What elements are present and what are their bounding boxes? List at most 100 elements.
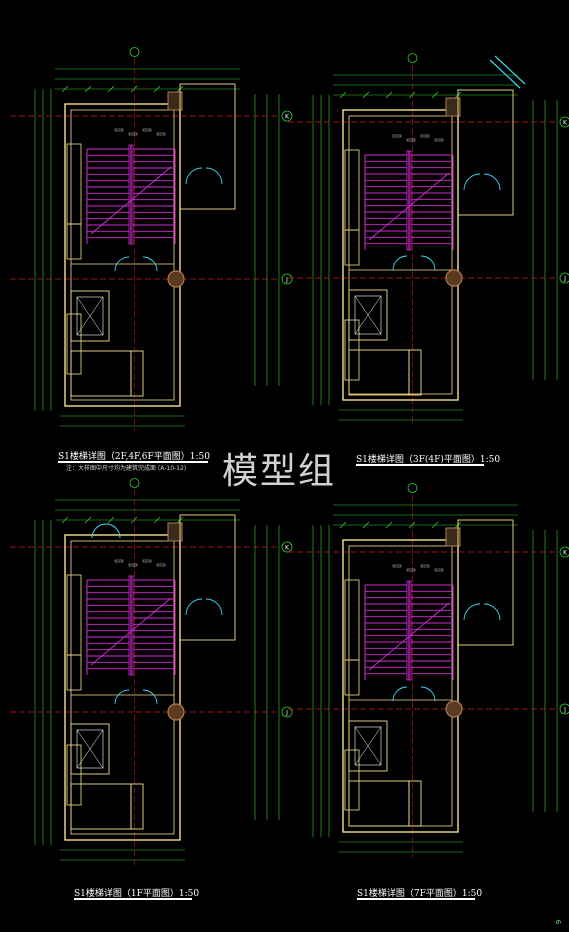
plan-a-elevator-x2 (76, 296, 104, 336)
plan-a-room-block (70, 350, 132, 397)
plan-a-duct (130, 350, 144, 397)
plan-b-grid-label-1: J (563, 276, 566, 283)
plan-a-elevator-shaft (70, 290, 110, 342)
plan-title-underline-c (74, 898, 192, 900)
plan-c-grid-bubble-top (129, 478, 140, 488)
plan-b-stair-well (406, 150, 412, 251)
plan-b-grid-bubble-0 (559, 116, 569, 128)
plan-a-grid-bubble-0 (281, 110, 293, 122)
page-number: 9 (554, 919, 563, 925)
plan-a-side-room (179, 83, 236, 210)
plan-b-grid-bubble-1 (559, 272, 569, 284)
plan-a-label-mark-0 (114, 128, 124, 132)
plan-c-outer-wall (64, 534, 181, 841)
plan-c-door-4 (205, 598, 223, 616)
plan-a-door-1 (114, 256, 130, 272)
plan-d-duct (408, 780, 422, 827)
plan-d-tick-1 (362, 521, 370, 529)
plan-title-b: S1楼梯详图（3F(4F)平面图）1:50 (356, 455, 501, 465)
plan-d-door-1 (392, 686, 408, 702)
plan-d-stair-well (406, 580, 412, 681)
plan-c-door-2 (142, 689, 158, 705)
plan-c-tick-1 (84, 516, 92, 524)
plan-d-elevator-shaft (348, 720, 388, 772)
plan-c-elevator-x2 (76, 729, 104, 769)
plan-c-left-recess-3 (66, 744, 82, 806)
plan-a-door-3 (185, 167, 203, 185)
plan-d-grid-bubble-1 (559, 703, 569, 715)
plan-b-tick-4 (431, 91, 439, 99)
plan-title-underline-b (356, 464, 484, 466)
plan-c-label-mark-1 (128, 563, 138, 567)
plan-c-door-extra-2 (105, 523, 121, 539)
plan-a-stair-well (128, 144, 134, 245)
plan-d-outer-wall (342, 539, 459, 833)
plan-title-d: S1楼梯详图（7F平面图）1:50 (357, 889, 483, 899)
plan-d-inner-wall (348, 545, 453, 827)
plan-d-label-mark-3 (434, 568, 444, 572)
plan-c-door-extra-1 (91, 523, 107, 539)
plan-b-skylight-1 (489, 59, 521, 89)
plan-a-door-4 (205, 167, 223, 185)
plan-c-tick-3 (130, 516, 138, 524)
plan-a-column-top (167, 91, 183, 111)
plan-b-label-mark-0 (392, 134, 402, 138)
plan-c-tick-2 (107, 516, 115, 524)
plan-d-door-3 (463, 603, 481, 621)
plan-c-column-top (167, 522, 183, 542)
plan-a-break-line (90, 166, 172, 235)
plan-b-tick-2 (385, 91, 393, 99)
plan-b-inner-wall (348, 115, 453, 395)
plan-c-column (167, 703, 185, 721)
watermark-text: 模型组 (222, 451, 337, 492)
plan-b-door-1 (392, 255, 408, 271)
plan-c-left-recess-2 (66, 654, 82, 691)
plan-c-grid-bubble-1 (281, 706, 293, 718)
plan-a-door-2 (142, 256, 158, 272)
plan-a-tick-4 (153, 85, 161, 93)
plan-a-outer-wall (64, 103, 181, 407)
plan-b-skylight-2 (494, 55, 526, 85)
plan-b-outer-wall (342, 109, 459, 401)
plan-b-duct (408, 349, 422, 396)
plan-d-break-line (368, 602, 450, 671)
plan-c-elevator-shaft (70, 723, 110, 775)
plan-b-tick-1 (362, 91, 370, 99)
plan-d-grid-label-0: K (563, 550, 568, 557)
plan-b-column-top (445, 97, 461, 117)
plan-a-grid-label-0: K (285, 114, 290, 121)
plan-d-elevator-car (354, 726, 382, 766)
plan-c-room-block (70, 783, 132, 830)
plan-a-tick-2 (107, 85, 115, 93)
plan-a-left-recess-1 (66, 143, 82, 225)
plan-d-room-block (348, 780, 410, 827)
plan-a-elevator-car (76, 296, 104, 336)
plan-d-label-mark-2 (420, 564, 430, 568)
plan-d-grid-bubble-top (407, 483, 418, 493)
plan-b-elevator-car (354, 295, 382, 335)
plan-c-inner-wall (70, 540, 175, 835)
plan-d-left-recess-1 (344, 579, 360, 661)
plan-d-elevator-x2 (354, 726, 382, 766)
plan-c-elevator-car (76, 729, 104, 769)
plan-b-tick-0 (339, 91, 347, 99)
plan-d-column-top (445, 527, 461, 547)
plan-b-grid-label-0: K (563, 120, 568, 127)
plan-a-inner-wall (70, 109, 175, 401)
plan-d-tick-4 (431, 521, 439, 529)
plan-a-tick-3 (130, 85, 138, 93)
plan-b-left-recess-1 (344, 149, 360, 231)
plan-a-column (167, 270, 185, 288)
plan-d-left-recess-2 (344, 659, 360, 696)
plan-b-room-block (348, 349, 410, 396)
plan-c-label-mark-2 (142, 559, 152, 563)
plan-a-left-recess-3 (66, 313, 82, 375)
plan-c-side-room (179, 514, 236, 641)
plan-a-grid-label-1: J (285, 277, 288, 284)
plan-d-door-2 (420, 686, 436, 702)
plan-title-a: S1楼梯详图（2F,4F,6F平面图）1:50 (58, 452, 210, 462)
plan-b-elevator-shaft (348, 289, 388, 341)
plan-d-label-mark-1 (406, 568, 416, 572)
plan-d-left-recess-3 (344, 749, 360, 811)
plan-a-label-mark-1 (128, 132, 138, 136)
